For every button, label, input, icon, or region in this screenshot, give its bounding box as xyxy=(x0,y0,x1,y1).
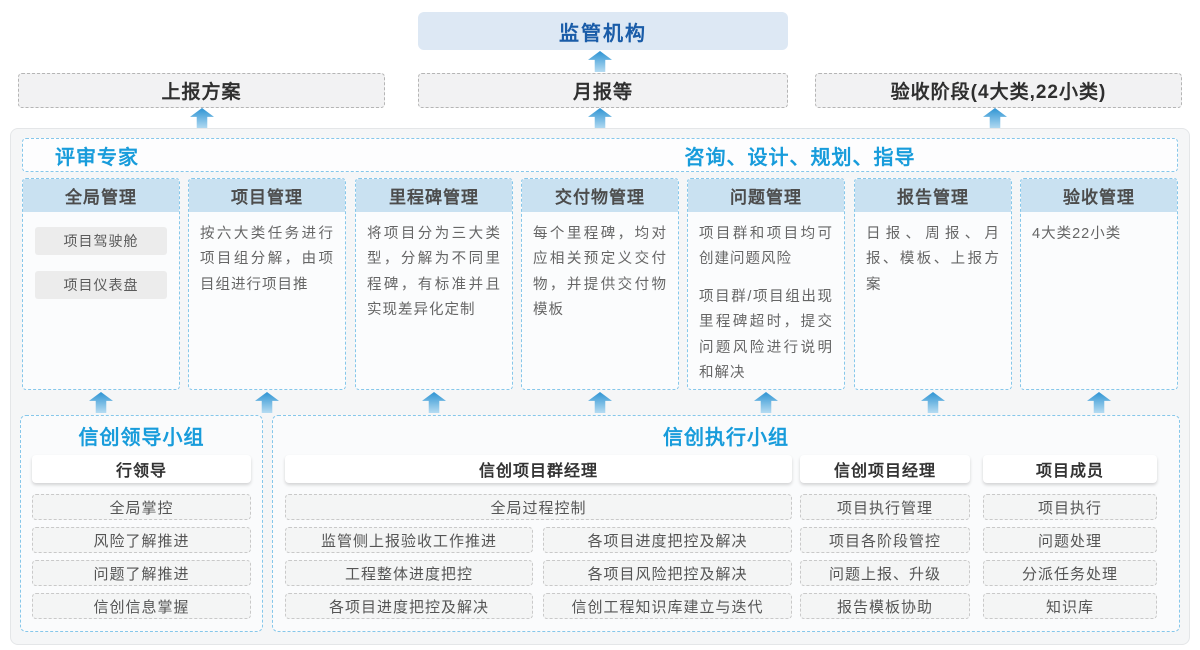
column-title: 里程碑管理 xyxy=(356,179,512,212)
pm-item: 项目执行管理 xyxy=(800,494,970,520)
column-body-text: 4大类22小类 xyxy=(1032,226,1122,242)
column-title: 全局管理 xyxy=(23,179,179,212)
column-body-text: 按六大类任务进行项目组分解，由项目组进行项目推 xyxy=(200,226,334,293)
member-item: 项目执行 xyxy=(983,494,1157,520)
column-body-text: 项目群和项目均可创建问题风险 项目群/项目组出现里程碑超时，提交问题风险进行说明… xyxy=(699,222,833,398)
member-item: 分派任务处理 xyxy=(983,560,1157,586)
leadership-item: 问题了解推进 xyxy=(32,560,251,586)
column-global-management: 全局管理 项目驾驶舱 项目仪表盘 xyxy=(22,178,180,390)
pgm-item: 各项目进度把控及解决 xyxy=(543,527,792,553)
column-project-management: 项目管理 按六大类任务进行项目组分解，由项目组进行项目推 xyxy=(188,178,346,390)
arrow-up-icon xyxy=(983,108,1007,129)
consult-label: 咨询、设计、规划、指导 xyxy=(684,146,916,169)
pgm-item: 各项目进度把控及解决 xyxy=(285,593,533,619)
column-milestone-management: 里程碑管理 将项目分为三大类型，分解为不同里程碑，有标准并且实现差异化定制 xyxy=(355,178,513,390)
role-box-program-manager: 信创项目群经理 xyxy=(285,455,792,483)
leadership-group-title: 信创领导小组 xyxy=(78,426,205,449)
arrow-up-icon xyxy=(588,108,612,129)
column-body-text: 将项目分为三大类型，分解为不同里程碑，有标准并且实现差异化定制 xyxy=(367,226,501,319)
member-item: 知识库 xyxy=(983,593,1157,619)
arrow-up-icon xyxy=(190,108,214,129)
experts-label: 评审专家 xyxy=(55,146,139,169)
column-report-management: 报告管理 日报、周报、月报、模板、上报方案 xyxy=(854,178,1012,390)
issue-paragraph-2: 项目群/项目组出现里程碑超时，提交问题风险进行说明和解决 xyxy=(699,288,833,381)
column-acceptance-management: 验收管理 4大类22小类 xyxy=(1020,178,1178,390)
arrow-up-icon xyxy=(588,51,612,72)
column-title: 报告管理 xyxy=(855,179,1011,212)
role-box-project-manager: 信创项目经理 xyxy=(800,455,970,483)
pm-item: 报告模板协助 xyxy=(800,593,970,619)
pgm-item-full: 全局过程控制 xyxy=(285,494,792,520)
project-cockpit-button: 项目驾驶舱 xyxy=(35,227,167,255)
column-body-text: 日报、周报、月报、模板、上报方案 xyxy=(866,226,1000,293)
pgm-item: 工程整体进度把控 xyxy=(285,560,533,586)
member-item: 问题处理 xyxy=(983,527,1157,553)
flow-box-acceptance-phase: 验收阶段(4大类,22小类) xyxy=(815,73,1182,108)
role-box-bank-leaders: 行领导 xyxy=(32,455,251,483)
pm-item: 项目各阶段管控 xyxy=(800,527,970,553)
pgm-item: 各项目风险把控及解决 xyxy=(543,560,792,586)
flow-box-report-plan: 上报方案 xyxy=(18,73,385,108)
pgm-item: 监管侧上报验收工作推进 xyxy=(285,527,533,553)
column-deliverable-management: 交付物管理 每个里程碑，均对应相关预定义交付物，并提供交付物模板 xyxy=(521,178,679,390)
column-title: 交付物管理 xyxy=(522,179,678,212)
leadership-item: 全局掌控 xyxy=(32,494,251,520)
column-body-text: 每个里程碑，均对应相关预定义交付物，并提供交付物模板 xyxy=(533,226,667,319)
leadership-item: 风险了解推进 xyxy=(32,527,251,553)
column-title: 项目管理 xyxy=(189,179,345,212)
column-title: 问题管理 xyxy=(688,179,844,212)
pgm-item: 信创工程知识库建立与迭代 xyxy=(543,593,792,619)
role-box-project-member: 项目成员 xyxy=(983,455,1157,483)
column-title: 验收管理 xyxy=(1021,179,1177,212)
leadership-item: 信创信息掌握 xyxy=(32,593,251,619)
platform-header-bar: 评审专家 xyxy=(22,138,1178,172)
execution-group-title: 信创执行小组 xyxy=(663,426,789,449)
issue-paragraph-1: 项目群和项目均可创建问题风险 xyxy=(699,226,833,268)
project-dashboard-button: 项目仪表盘 xyxy=(35,271,167,299)
column-issue-management: 问题管理 项目群和项目均可创建问题风险 项目群/项目组出现里程碑超时，提交问题风… xyxy=(687,178,845,390)
pm-item: 问题上报、升级 xyxy=(800,560,970,586)
flow-box-monthly-report: 月报等 xyxy=(418,73,788,108)
regulator-box: 监管机构 xyxy=(418,12,788,50)
